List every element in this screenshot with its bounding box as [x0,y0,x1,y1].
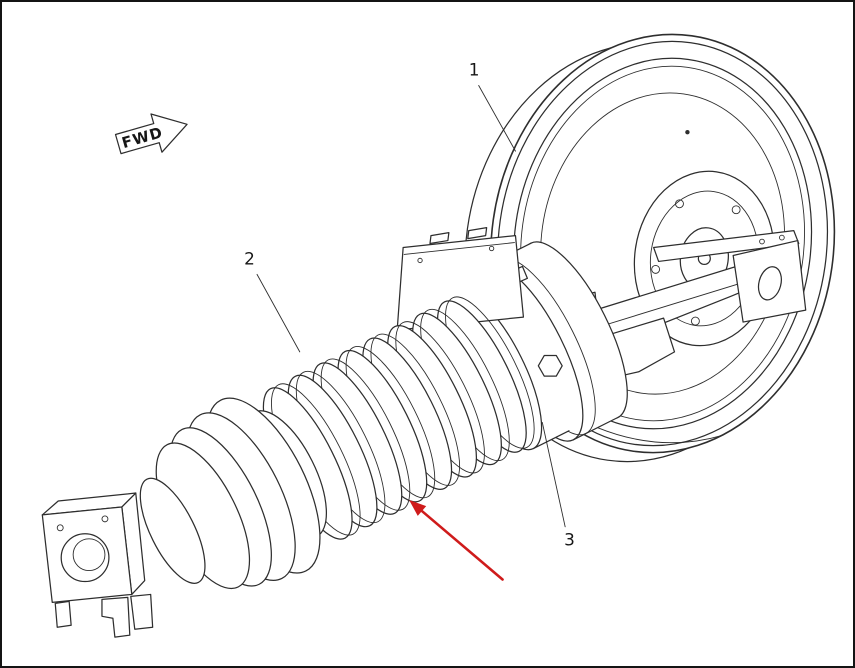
bracket-top-plate [653,230,800,263]
plate-top-fold [403,242,515,255]
hub-bolt [675,199,684,209]
block-bore [60,533,110,583]
plate-notch [467,227,488,240]
plate-bolt [417,257,423,264]
anchor-block [41,492,154,638]
top-mounting-plate [396,227,525,331]
block-front-face [41,506,133,604]
housing-bottom-edge [532,430,570,450]
collar-bottom-edge [572,416,619,441]
hub-bolt [731,205,741,215]
plate-notch [429,231,450,245]
callout-3-label: 3 [564,530,575,550]
block-hole [56,524,64,532]
wheel-inner-rim [513,57,813,430]
callout-2-label: 2 [244,248,255,268]
clamp-bolt-hex [537,354,563,377]
callout-1-leader [478,85,516,152]
block-foot [101,596,131,638]
block-pin [54,600,72,628]
block-hole [101,515,109,523]
fwd-arrow: FWD [114,113,188,155]
wheel-rim-edge [497,40,829,447]
rim-vent-hole [685,130,690,135]
wheel-inner-rim-2 [520,65,805,422]
rim-bottom-highlight [596,426,723,444]
pointer-head [409,500,427,516]
block-foot [130,593,154,630]
callout-2: 2 [244,248,301,353]
bracket-end-plate [732,239,807,323]
callout-3: 3 [541,422,575,550]
callout-3-leader [541,422,566,528]
block-counterbore [72,538,106,572]
rod-boss [139,477,206,584]
callout-2-leader [256,273,301,353]
pointer-shaft [418,508,504,581]
plate-bolt [488,245,495,252]
red-pointer-arrow [409,500,504,581]
plate-face [396,234,525,331]
end-plate-slot [757,266,782,301]
recoil-spring [262,296,535,540]
hub-bolt [690,316,700,326]
hub-bolt [651,264,661,274]
plate-hole [779,234,785,241]
fwd-arrow-outline [114,113,188,155]
yoke-head [139,397,328,590]
callout-1: 1 [469,60,516,152]
callout-1-label: 1 [469,60,480,80]
plate-hole [759,238,765,245]
